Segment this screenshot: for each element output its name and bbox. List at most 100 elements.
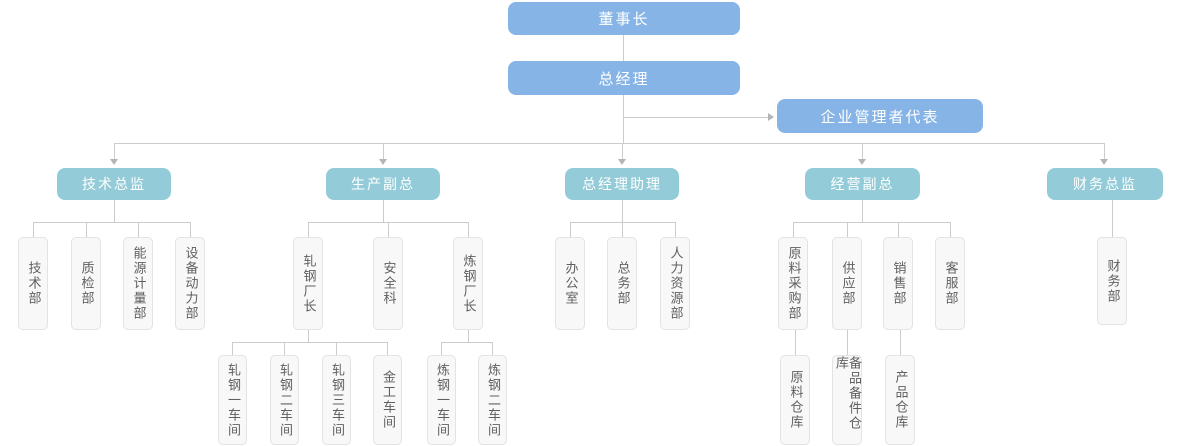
node-tech-dept-label: 技术部 [25,261,41,306]
connector-line [900,330,901,355]
connector-line [492,342,493,355]
node-product-warehouse: 产品仓库 [885,355,915,445]
connector-line [190,222,191,237]
connector-line [622,143,623,159]
node-steelmaking-workshop-2-label: 炼钢二车间 [485,362,500,438]
connector-line [468,330,469,342]
node-finance-director-label: 财务总监 [1073,177,1137,193]
connector-line [284,342,285,355]
connector-line [623,95,624,143]
connector-line [33,222,190,223]
node-energy-metering-dept: 能源计量部 [123,237,153,330]
connector-line [795,330,796,355]
node-metalwork-workshop-label: 金工车间 [380,370,395,430]
connector-line [675,222,676,237]
node-customer-service-dept: 客服部 [935,237,965,330]
node-steelmaking-director-label: 炼钢厂长 [460,253,476,314]
node-customer-service-dept-label: 客服部 [942,261,958,306]
node-gm-assistant: 总经理助理 [565,168,679,200]
connector-line [441,342,492,343]
node-rolling-workshop-3-label: 轧钢三车间 [329,362,344,438]
connector-line [308,222,309,237]
connector-line [232,342,233,355]
connector-line [1104,143,1105,159]
arrow-down-icon [1100,159,1108,165]
node-steelmaking-director: 炼钢厂长 [453,237,483,330]
node-finance-director: 财务总监 [1047,168,1163,200]
node-product-warehouse-label: 产品仓库 [892,370,908,430]
connector-line [336,342,337,355]
node-rolling-workshop-2: 轧钢二车间 [270,355,299,445]
connector-line [1112,200,1113,237]
connector-line [623,35,624,61]
node-raw-material-warehouse: 原料仓库 [780,355,810,445]
node-steelmaking-workshop-1: 炼钢一车间 [427,355,456,445]
node-finance-dept-label: 财务部 [1104,258,1120,304]
node-raw-material-purchasing-dept: 原料采购部 [778,237,808,330]
node-supply-dept-label: 供应部 [839,261,855,306]
node-safety-section-label: 安全科 [380,261,396,306]
node-metalwork-workshop: 金工车间 [373,355,402,445]
node-equipment-power-dept: 设备动力部 [175,237,205,330]
node-tech-director-label: 技术总监 [82,177,146,193]
connector-line [950,222,951,237]
node-office-label: 办公室 [562,261,578,306]
connector-line [114,143,1104,144]
connector-line [114,200,115,222]
node-rolling-workshop-1-label: 轧钢一车间 [225,362,240,438]
node-general-manager-label: 总经理 [598,69,650,88]
node-quality-dept-label: 质检部 [78,261,94,306]
connector-line [383,143,384,159]
connector-line [570,222,571,237]
node-spare-parts-warehouse: 备品备件仓库 [832,355,862,445]
node-energy-metering-dept-label: 能源计量部 [130,246,146,321]
arrow-down-icon [379,159,387,165]
node-rolling-workshop-2-label: 轧钢二车间 [277,362,292,438]
connector-line [847,222,848,237]
arrow-down-icon [618,159,626,165]
node-raw-material-purchasing-dept-label: 原料采购部 [785,246,801,321]
node-hr-dept: 人力资源部 [660,237,690,330]
connector-line [862,143,863,159]
node-production-vp: 生产副总 [326,168,440,200]
connector-line [232,342,387,343]
node-chairman-label: 董事长 [598,10,650,28]
connector-line [388,222,389,237]
node-production-vp-label: 生产副总 [351,177,415,193]
node-tech-director: 技术总监 [57,168,171,200]
node-rolling-mill-director-label: 轧钢厂长 [300,253,316,314]
connector-line [86,222,87,237]
connector-line [622,200,623,222]
connector-line [138,222,139,237]
connector-line [623,117,768,118]
connector-line [793,222,794,237]
arrow-down-icon [110,159,118,165]
connector-line [622,222,623,237]
connector-line [862,200,863,222]
connector-line [387,342,388,355]
node-management-rep-label: 企业管理者代表 [820,107,940,126]
node-operations-vp: 经营副总 [805,168,920,200]
connector-line [383,200,384,222]
connector-line [441,342,442,355]
node-sales-dept-label: 销售部 [890,261,906,306]
node-office: 办公室 [555,237,585,330]
node-rolling-mill-director: 轧钢厂长 [293,237,323,330]
node-finance-dept: 财务部 [1097,237,1127,325]
connector-line [114,143,115,159]
connector-line [33,222,34,237]
arrow-down-icon [858,159,866,165]
node-management-rep: 企业管理者代表 [777,99,983,133]
node-rolling-workshop-3: 轧钢三车间 [322,355,351,445]
node-raw-material-warehouse-label: 原料仓库 [787,370,803,430]
node-gm-assistant-label: 总经理助理 [582,177,662,193]
connector-line [847,330,848,355]
connector-line [793,222,950,223]
node-general-affairs-dept-label: 总务部 [614,261,630,306]
node-equipment-power-dept-label: 设备动力部 [182,246,198,321]
node-tech-dept: 技术部 [18,237,48,330]
connector-line [898,222,899,237]
node-steelmaking-workshop-2: 炼钢二车间 [478,355,507,445]
node-rolling-workshop-1: 轧钢一车间 [218,355,247,445]
